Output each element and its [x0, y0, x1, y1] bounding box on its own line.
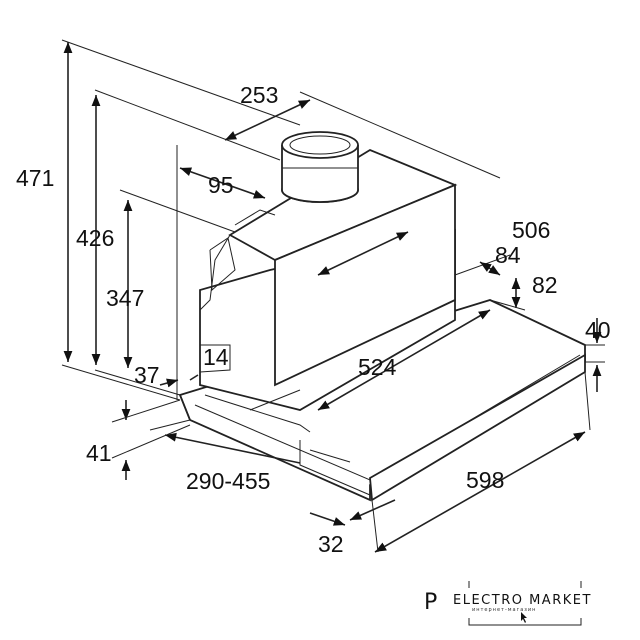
dim-84: 84 — [495, 242, 521, 268]
dim-32: 32 — [318, 531, 344, 557]
logo-tagline: интернет-магазин — [472, 607, 536, 613]
dim-82: 82 — [532, 272, 558, 298]
dim-506: 506 — [512, 217, 550, 243]
dim-524: 524 — [358, 354, 397, 380]
dim-290-455: 290-455 — [186, 468, 270, 494]
hood-body — [178, 131, 586, 502]
dim-14: 14 — [203, 344, 229, 370]
dimension-lines — [61, 39, 605, 553]
electro-market-logo: P ELECTRO MARKET интернет-магазин — [424, 581, 592, 626]
dim-598: 598 — [466, 467, 504, 493]
dim-426: 426 — [76, 225, 114, 251]
cursor-icon — [521, 612, 527, 623]
dim-347: 347 — [106, 285, 144, 311]
dim-253: 253 — [240, 82, 278, 108]
dim-95: 95 — [208, 172, 234, 198]
dim-41: 41 — [86, 440, 112, 466]
dim-37: 37 — [134, 362, 160, 388]
logo-letter: P — [424, 590, 437, 615]
dim-471: 471 — [16, 165, 54, 191]
logo-name: ELECTRO MARKET — [453, 593, 592, 608]
dim-40: 40 — [585, 317, 611, 343]
dimension-labels: 471 426 347 253 95 506 84 82 40 14 37 52… — [16, 82, 611, 557]
